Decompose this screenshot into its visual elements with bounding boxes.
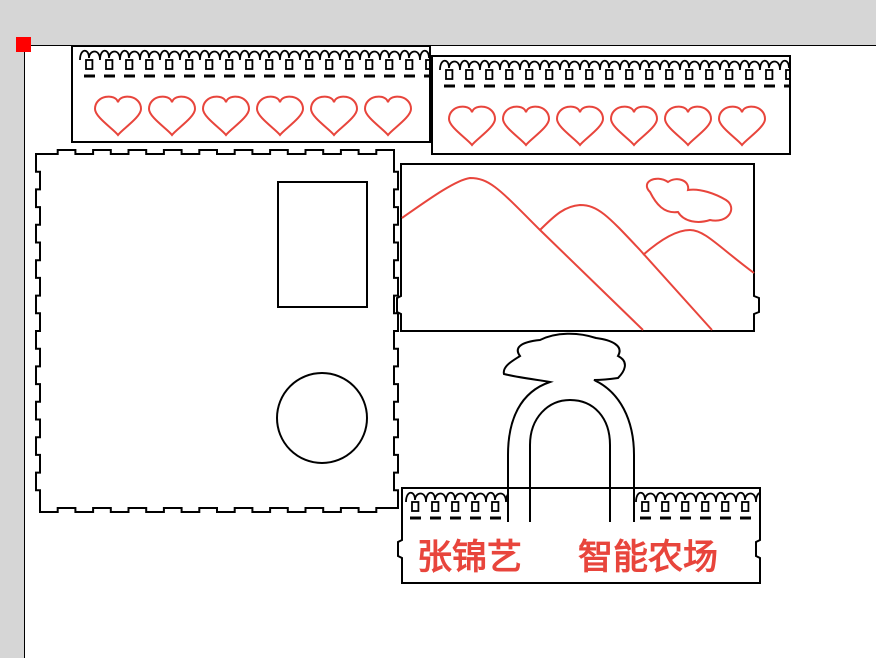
archway-gate[interactable] (502, 332, 635, 522)
origin-marker[interactable] (16, 37, 31, 52)
canvas-left-border (24, 45, 25, 658)
fence-crenellation (405, 491, 508, 520)
mountain-panel[interactable] (396, 163, 760, 332)
wall-panel-left[interactable] (35, 149, 399, 513)
cloud-engraving (645, 177, 733, 223)
fence-panel-top-right[interactable] (431, 55, 800, 155)
fence-crenellation (439, 59, 790, 88)
label-title: 智能农场 (578, 538, 718, 578)
canvas-paper[interactable] (24, 46, 876, 658)
fence-crenellation (635, 491, 760, 520)
heart-row (93, 95, 413, 137)
canvas-top-border (24, 45, 876, 46)
label-name: 张锦艺 (417, 538, 522, 578)
fence-crenellation (79, 49, 430, 78)
heart-row (447, 105, 767, 147)
fence-panel-top-left[interactable] (71, 45, 440, 143)
mountain-engraving (401, 176, 755, 331)
window-cutout (277, 181, 368, 308)
round-hole (276, 372, 368, 464)
name-label-panel[interactable]: 张锦艺 智能农场 (397, 487, 776, 584)
